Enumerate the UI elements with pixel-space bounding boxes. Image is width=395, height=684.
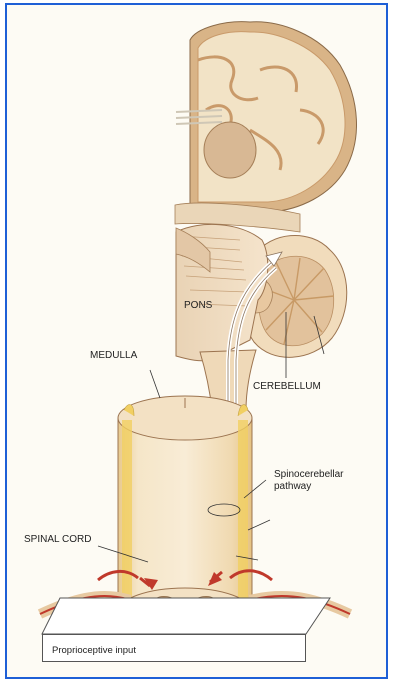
spinal-cord-label: SPINAL CORD xyxy=(24,534,91,546)
proprioceptive-input-box: Proprioceptive input xyxy=(42,634,306,662)
spinocerebellar-label-line2: pathway xyxy=(274,481,311,493)
spinocerebellar-label-line1: Spinocerebellar xyxy=(274,469,344,481)
input-platform xyxy=(42,598,330,634)
cerebrum xyxy=(175,22,356,232)
medulla-label: MEDULLA xyxy=(90,350,137,362)
cerebellum-label: CEREBELLUM xyxy=(253,381,321,393)
pons-label: PONS xyxy=(184,300,212,312)
